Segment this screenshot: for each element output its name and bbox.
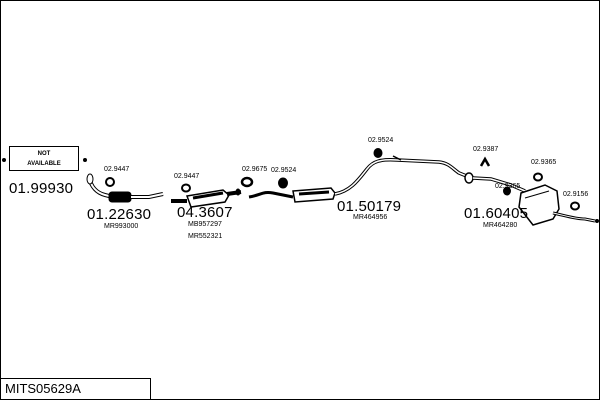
clamp-label: 02.9365 [495,183,521,190]
clamp-icon [533,172,543,182]
marker-dot [83,158,87,162]
not-available-box: NOT AVAILABLE [9,146,79,171]
not-available-line-1: NOT [37,151,51,157]
catalytic-converter-drawing [171,188,242,208]
clamp-label: 02.9387 [473,146,499,153]
clamp-label: 02.9156 [563,191,589,198]
clamp-label: 02.9447 [174,173,200,180]
clamp-label: 02.9675 [242,166,268,173]
part-ref-code: MR464956 [353,214,388,221]
part-ref-code: MR993000 [104,223,139,230]
clamp-icon [373,148,383,158]
front-pipe-drawing [86,173,164,203]
clamp-icon [479,156,491,167]
rear-silencer-drawing [464,172,599,226]
clamp-icon [278,177,288,189]
part-number: 01.50179 [337,198,402,215]
marker-dot [2,158,6,162]
clamp-label: 02.9365 [531,159,557,166]
clamp-icon [105,177,115,187]
clamp-label: 02.9524 [271,167,297,174]
clamp-icon [570,201,580,211]
part-number: 01.60405 [464,205,529,222]
diagram-title: MITS05629A [1,378,151,399]
clamp-label: 02.9524 [368,137,394,144]
center-silencer-drawing [248,155,470,203]
part-number: 01.22630 [87,206,152,223]
part-ref-code: MR552321 [188,233,223,240]
clamp-icon [181,183,191,193]
not-available-line-2: AVAILABLE [27,161,61,167]
part-number: 01.99930 [9,180,74,197]
part-ref-code: MB957297 [188,221,222,228]
part-ref-code: MR464280 [483,222,518,229]
clamp-icon [503,186,511,196]
part-number: 04.3607 [177,204,233,221]
clamp-icon [240,176,254,188]
clamp-label: 02.9447 [104,166,130,173]
